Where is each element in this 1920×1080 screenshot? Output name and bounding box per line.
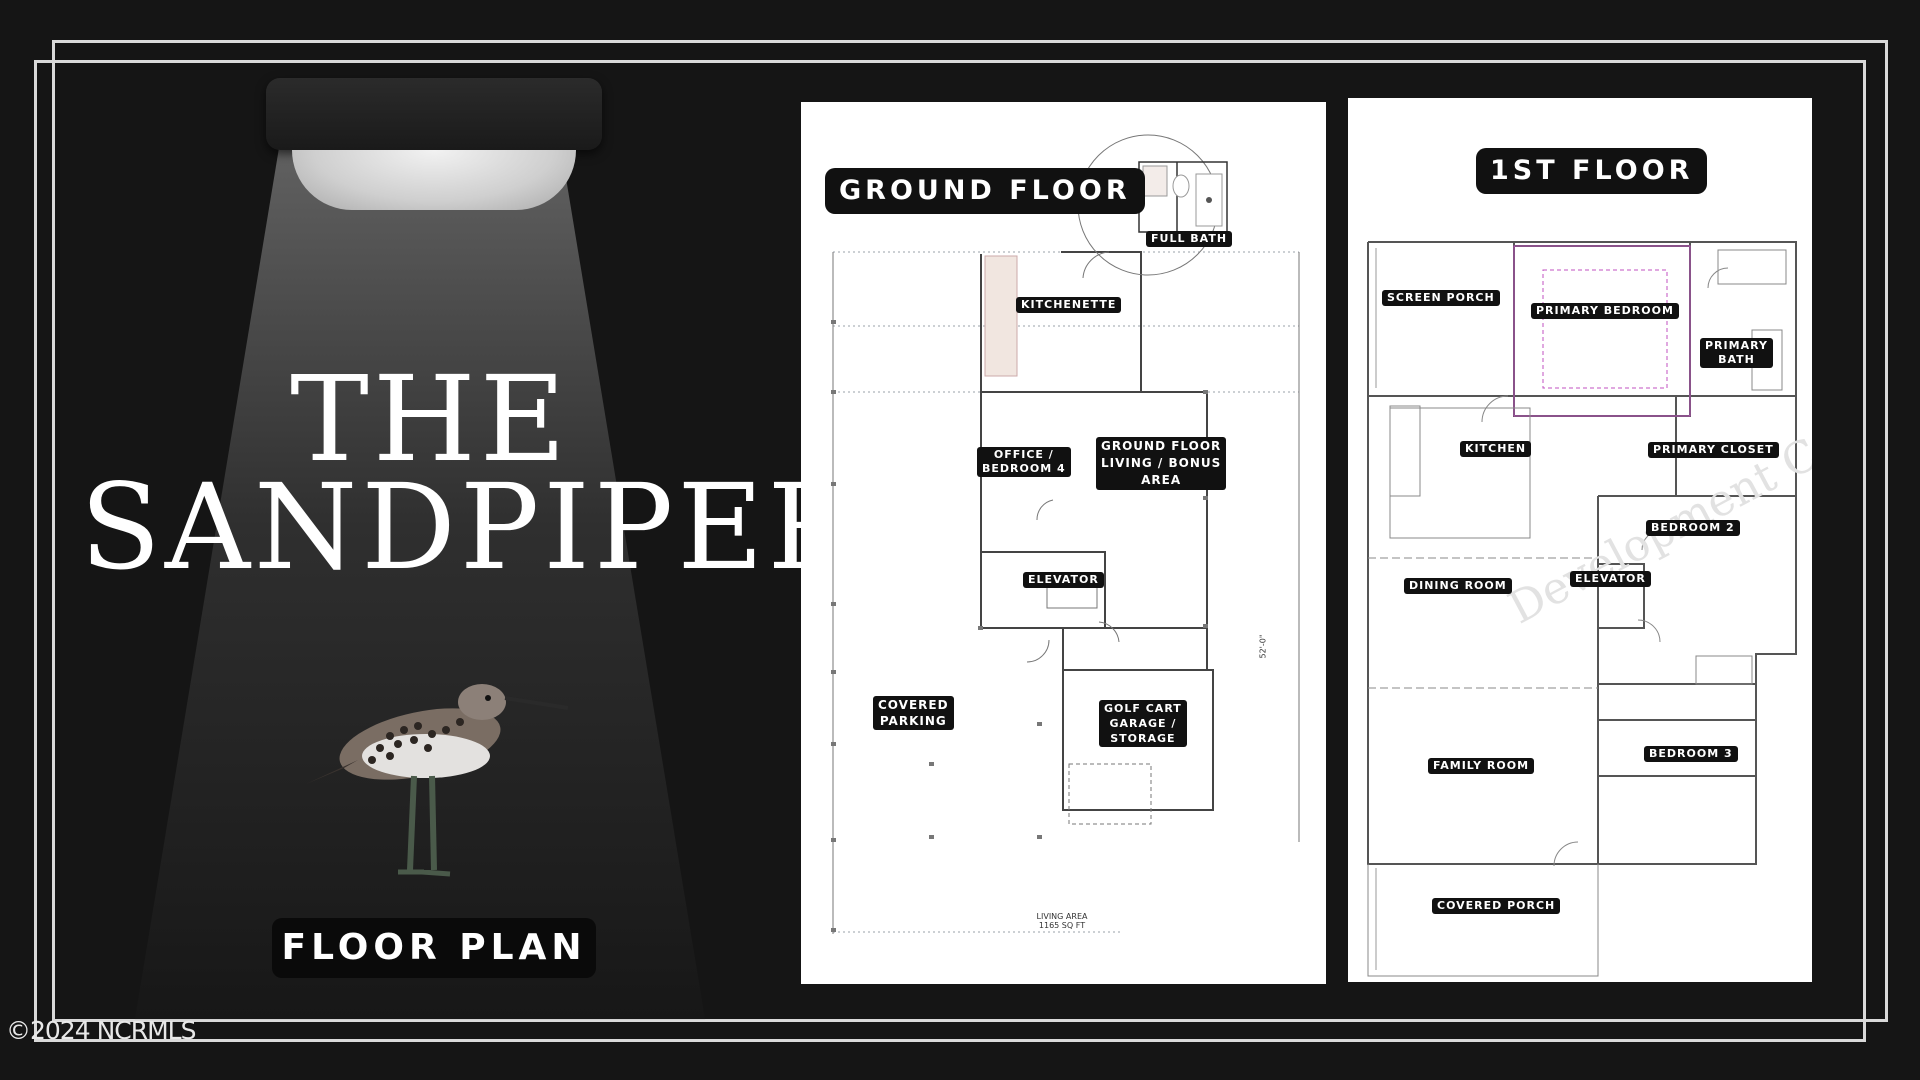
room-golf-cart-garage: GOLF CART GARAGE / STORAGE: [1099, 700, 1187, 747]
room-primary-bath: PRIMARY BATH: [1700, 338, 1773, 368]
office-label-2: BEDROOM 4: [982, 462, 1066, 475]
ceiling-lamp-icon: [266, 78, 602, 150]
golf-label-1: GOLF CART: [1104, 702, 1182, 715]
floor-plan-label: FLOOR PLAN: [272, 918, 596, 978]
ground-floor-drawing: [831, 134, 1300, 934]
first-floor-heading: 1ST FLOOR: [1476, 148, 1708, 194]
golf-label-3: STORAGE: [1110, 732, 1176, 745]
room-covered-porch: COVERED PORCH: [1432, 898, 1561, 914]
room-first-elevator: ELEVATOR: [1570, 571, 1651, 587]
primary-bath-label-1: PRIMARY: [1705, 339, 1768, 352]
ground-floor-heading: GROUND FLOOR: [825, 168, 1145, 214]
living-area-label: LIVING AREA: [1036, 912, 1088, 921]
room-bedroom-2: BEDROOM 2: [1646, 520, 1740, 536]
room-covered-parking: COVERED PARKING: [873, 696, 954, 730]
title-line-1: THE: [290, 350, 570, 488]
room-ground-elevator: ELEVATOR: [1023, 572, 1104, 588]
living-label-1: GROUND FLOOR: [1101, 439, 1222, 453]
lamp-light: [292, 150, 576, 210]
first-floor-plan: Development Corp 1ST FLOOR SCREEN PORCH …: [1348, 98, 1812, 982]
room-ground-floor-living: GROUND FLOOR LIVING / BONUS AREA: [1096, 437, 1227, 490]
office-label-1: OFFICE /: [993, 448, 1054, 461]
room-full-bath: FULL BATH: [1146, 231, 1233, 247]
living-area-note: LIVING AREA 1165 SQ FT: [1017, 912, 1107, 930]
living-label-2: LIVING / BONUS: [1101, 456, 1222, 470]
room-screen-porch: SCREEN PORCH: [1382, 290, 1500, 306]
living-label-3: AREA: [1141, 473, 1182, 487]
parking-label-2: PARKING: [879, 714, 947, 728]
sandpiper-bird-icon: [306, 684, 569, 877]
parking-label-1: COVERED: [878, 698, 949, 712]
room-kitchen: KITCHEN: [1460, 441, 1532, 457]
room-dining-room: DINING ROOM: [1404, 578, 1512, 594]
copyright-notice: ©2024 NCRMLS: [6, 1016, 196, 1045]
golf-label-2: GARAGE /: [1109, 717, 1177, 730]
living-area-value: 1165 SQ FT: [1038, 921, 1086, 930]
room-kitchenette: KITCHENETTE: [1016, 297, 1122, 313]
ground-floor-plan: 52'-0" LIVING AREA 1165 SQ FT GROUND FLO…: [801, 102, 1326, 984]
room-bedroom-3: BEDROOM 3: [1644, 746, 1738, 762]
room-primary-closet: PRIMARY CLOSET: [1648, 442, 1779, 458]
room-office-bedroom-4: OFFICE / BEDROOM 4: [977, 447, 1071, 477]
primary-bath-label-2: BATH: [1718, 353, 1755, 366]
first-floor-drawing: [1367, 241, 1797, 977]
room-family-room: FAMILY ROOM: [1428, 758, 1535, 774]
room-primary-bedroom: PRIMARY BEDROOM: [1531, 303, 1679, 319]
ground-dimension: 52'-0": [1258, 634, 1268, 659]
title-line-2: SANDPIPER: [80, 458, 861, 596]
